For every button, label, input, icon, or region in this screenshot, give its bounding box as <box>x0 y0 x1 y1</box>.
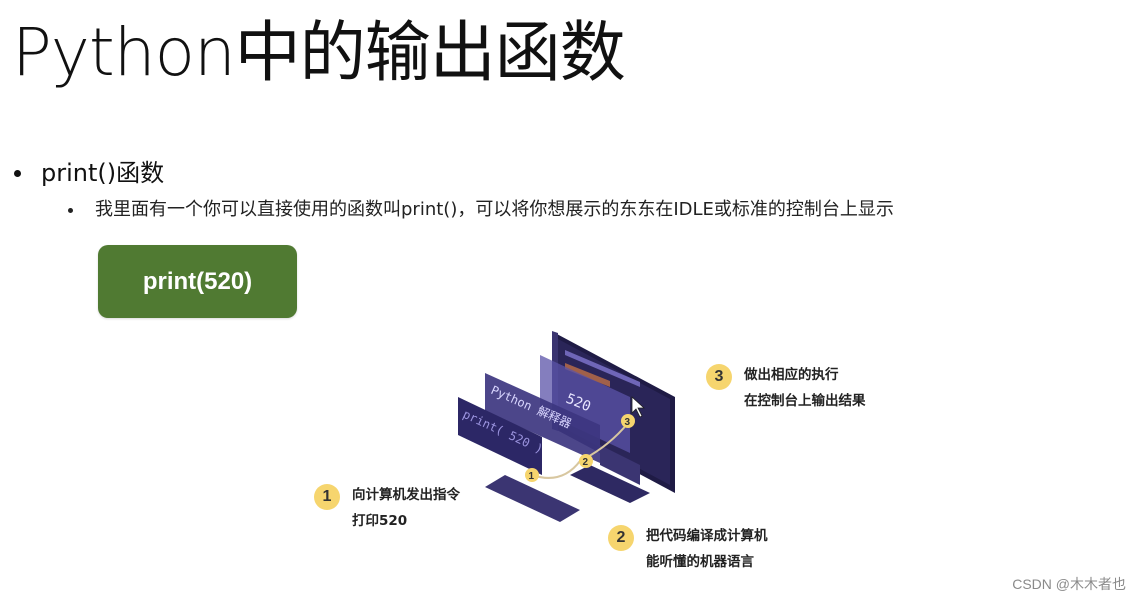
step-3-badge: 3 <box>706 364 732 390</box>
bullet-dot-icon <box>14 169 21 177</box>
print-flow-illustration: 520 Python 解释器 print( 520 ) 1 2 3 <box>300 325 920 595</box>
slide-title: Python中的输出函数 <box>12 14 626 91</box>
computer-illustration-icon: 520 Python 解释器 print( 520 ) 1 2 3 <box>458 331 675 522</box>
svg-text:2: 2 <box>583 457 589 468</box>
step-1-line-1: 向计算机发出指令 <box>352 487 460 503</box>
step-3: 3 做出相应的执行 在控制台上输出结果 <box>706 362 866 414</box>
svg-text:1: 1 <box>529 471 535 482</box>
step-2-line-1: 把代码编译成计算机 <box>646 528 768 544</box>
step-2: 2 把代码编译成计算机 能听懂的机器语言 <box>608 523 768 575</box>
step-3-line-1: 做出相应的执行 <box>744 367 839 383</box>
step-1: 1 向计算机发出指令 打印520 <box>314 482 460 534</box>
mouse-cursor-icon <box>631 396 646 418</box>
bullet-text: print()函数 <box>41 159 165 187</box>
step-1-line-2: 打印520 <box>352 513 408 529</box>
step-1-badge: 1 <box>314 484 340 510</box>
watermark: CSDN @木木者也 <box>1012 576 1126 592</box>
sub-bullet-text: 我里面有一个你可以直接使用的函数叫print()，可以将你想展示的东东在IDLE… <box>95 199 894 220</box>
sub-bullet-description: 我里面有一个你可以直接使用的函数叫print()，可以将你想展示的东东在IDLE… <box>68 197 894 223</box>
bullet-print-function: print()函数 <box>12 156 164 190</box>
svg-text:3: 3 <box>625 417 631 428</box>
step-2-line-2: 能听懂的机器语言 <box>646 554 754 570</box>
print-520-code-box: print(520) <box>98 245 297 318</box>
step-3-line-2: 在控制台上输出结果 <box>744 393 866 409</box>
bullet-dot-icon <box>68 207 73 213</box>
step-2-badge: 2 <box>608 525 634 551</box>
